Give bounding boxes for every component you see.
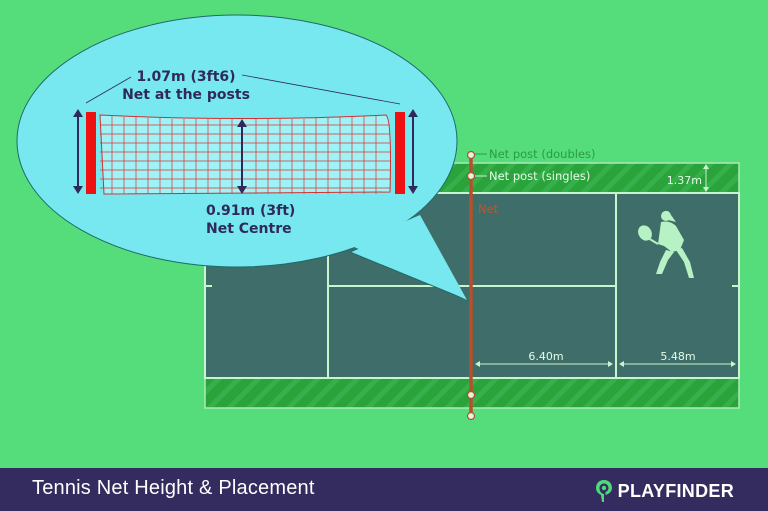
- net-mesh-illustration: [99, 114, 391, 195]
- brand-name: PLAYFINDER: [617, 480, 734, 501]
- brand-logo[interactable]: PLAYFINDER: [594, 478, 734, 504]
- net-label: Net: [478, 202, 499, 216]
- net-callout-bubble: 1.07m (3ft6) Net at the posts: [16, 14, 469, 302]
- centre-height-value: 0.91m (3ft): [206, 203, 295, 219]
- net-post-singles-bottom: [466, 390, 476, 400]
- footer-bar: Tennis Net Height & Placement PLAYFINDER: [0, 468, 768, 511]
- measurement-6.40m: 6.40m: [475, 350, 613, 367]
- location-pin-icon: [595, 480, 612, 502]
- net-post-doubles-top: [466, 150, 476, 160]
- net-post-doubles-label: Net post (doubles): [489, 147, 596, 161]
- net-post-singles-top: [466, 171, 476, 181]
- centre-height-label: Net Centre: [206, 221, 292, 237]
- backcourt-length-label: 5.48m: [660, 350, 695, 363]
- measurement-1.37m: 1.37m: [667, 164, 709, 192]
- post-height-value: 1.07m (3ft6): [136, 69, 235, 85]
- alley-width-label: 1.37m: [667, 174, 702, 187]
- height-arrows: [73, 109, 418, 194]
- tennis-player-icon: [638, 210, 694, 278]
- left-net-post: [86, 112, 96, 194]
- net-line: Net post (doubles) Net post (singles) Ne…: [466, 147, 596, 421]
- net-post-doubles-bottom: [466, 411, 476, 421]
- post-height-label: Net at the posts: [122, 87, 250, 103]
- net-post-singles-label: Net post (singles): [489, 169, 590, 183]
- measurement-5.48m: 5.48m: [619, 350, 736, 367]
- service-length-label: 6.40m: [528, 350, 563, 363]
- right-net-post: [395, 112, 405, 194]
- tennis-diagram: 1.37m 6.40m 5.48m Net post (doubles) Net…: [16, 14, 740, 421]
- diagram-title: Tennis Net Height & Placement: [32, 477, 315, 499]
